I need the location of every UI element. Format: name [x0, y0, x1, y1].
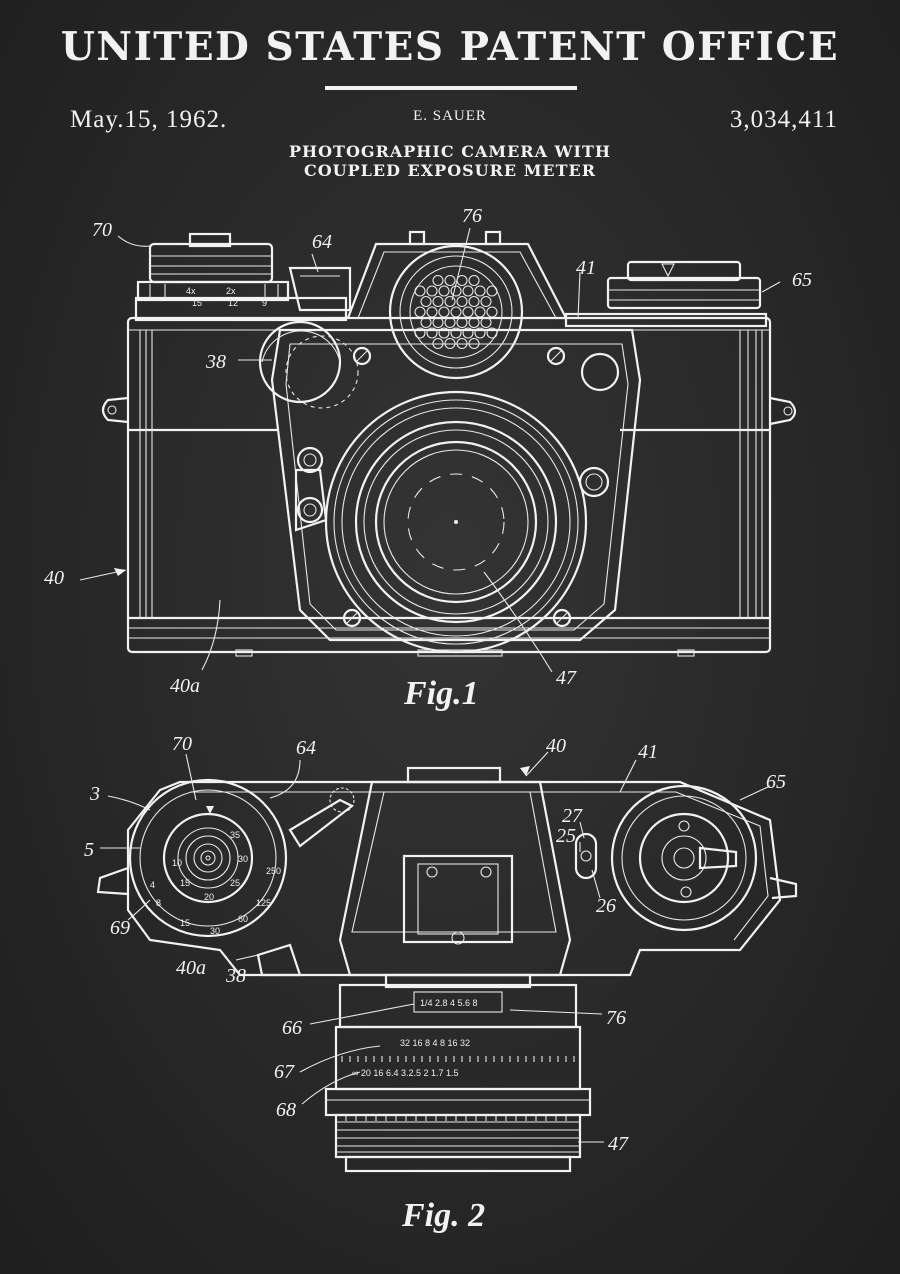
invention-title-line-2: COUPLED EXPOSURE METER	[304, 161, 596, 180]
meter-button	[288, 266, 352, 312]
eyepiece	[406, 766, 502, 784]
fig2-callout: 38	[225, 965, 246, 987]
lens-front	[334, 1113, 582, 1159]
distance-scale: ∞ 20 16 6.4 3.2.5 2 1.7 1.5	[352, 1068, 459, 1078]
fig2-callout: 65	[766, 771, 786, 793]
fig1-callout: 40a	[170, 675, 200, 697]
title-underline	[325, 86, 577, 90]
lens-focus-ring	[324, 1087, 592, 1117]
fig2-callout: 3	[89, 783, 100, 805]
fig1-callout: 76	[462, 205, 482, 227]
strap-lug-right	[769, 396, 797, 426]
fig2-caption: Fig. 2	[401, 1197, 485, 1234]
meter-lever	[288, 798, 355, 848]
fig1-front-view: 4x 2x 15 12 9 70 76 64 41 65	[44, 205, 812, 712]
aperture-scale: 1/4 2.8 4 5.6 8	[420, 998, 478, 1008]
lens-outer-ring	[324, 390, 588, 654]
fig2-callout: 25	[556, 825, 576, 847]
film-speed-mark: 30	[238, 854, 248, 864]
film-speed-mark: 10	[172, 858, 182, 868]
fig2-callout: 70	[172, 733, 192, 755]
shutter-scale-mark: 4	[150, 880, 155, 890]
shutter-speed-dial	[610, 784, 758, 932]
lens-front-element	[374, 440, 538, 604]
inventor-name: E. SAUER	[413, 108, 487, 124]
strap-lug-left	[101, 396, 129, 424]
fig1-callout: 70	[92, 219, 112, 241]
shutter-scale-mark: 8	[156, 898, 161, 908]
fig1-callout: 38	[205, 351, 226, 373]
fig1-dial-mark: 15	[192, 298, 202, 308]
fig2-callout: 47	[608, 1133, 629, 1155]
fig1-dial-mark: 9	[262, 298, 267, 308]
shutter-scale-mark: 15	[180, 918, 190, 928]
fig2-callout: 76	[606, 1007, 626, 1029]
patent-number: 3,034,411	[729, 106, 838, 133]
fig2-dial-scale: 4 8 15 30 60 125 250 20 25 30 35 10 15	[150, 830, 281, 936]
fig1-callout: 47	[556, 667, 577, 689]
prism-housing	[346, 242, 567, 319]
patent-date: May.15, 1962.	[70, 106, 228, 133]
fig1-caption: Fig.1	[403, 675, 479, 712]
fig1-callout: 41	[576, 257, 596, 279]
fig2-callout: 26	[596, 895, 616, 917]
fig1-dial-mark: 12	[228, 298, 238, 308]
film-speed-mark: 35	[230, 830, 240, 840]
fig2-callout: 41	[638, 741, 658, 763]
fig2-callout: 27	[562, 805, 583, 827]
depth-of-field-scale: 32 16 8 4 8 16 32	[400, 1038, 470, 1048]
fig1-callout: 40	[44, 567, 64, 589]
fig2-callout: 40a	[176, 957, 206, 979]
slow-speed-knob	[256, 943, 302, 977]
prism-top	[338, 780, 572, 977]
film-speed-mark: 25	[230, 878, 240, 888]
fig2-callout: 68	[276, 1099, 296, 1121]
accessory-shoe	[402, 854, 514, 944]
fig2-callout: 66	[282, 1017, 302, 1039]
fig2-callout: 64	[296, 737, 316, 759]
film-speed-mark: 15	[180, 878, 190, 888]
slow-speed-dial	[258, 320, 342, 404]
fig1-callout: 64	[312, 231, 332, 253]
lens-mount-plate	[270, 328, 642, 642]
fig2-top-view: 4 8 15 30 60 125 250 20 25 30 35 10 15 1…	[84, 733, 798, 1234]
shutter-scale-mark: 60	[238, 914, 248, 924]
invention-title-line-1: PHOTOGRAPHIC CAMERA WITH	[288, 142, 612, 161]
frame-counter-window	[574, 832, 598, 880]
fig1-dial-mark: 2x	[226, 286, 236, 296]
shutter-scale-mark: 30	[210, 926, 220, 936]
top-plate-outline	[126, 780, 782, 977]
shutter-scale-mark: 125	[256, 898, 271, 908]
shutter-scale-mark: 250	[266, 866, 281, 876]
fig2-callout: 69	[110, 917, 130, 939]
fig1-dial-mark: 4x	[186, 286, 196, 296]
patent-office-title: UNITED STATES PATENT OFFICE	[60, 24, 840, 70]
film-speed-mark: 20	[204, 892, 214, 902]
fig2-callout: 5	[84, 839, 94, 861]
fig1-callout: 65	[792, 269, 812, 291]
fig2-strap-lug-left	[96, 866, 129, 896]
meter-window	[388, 244, 524, 380]
rewind-knob	[148, 242, 274, 284]
lens-scale-ring	[334, 1025, 582, 1091]
film-speed-dial	[128, 778, 288, 938]
fig2-strap-lug-right	[769, 876, 798, 900]
fig2-callout: 40	[546, 735, 566, 757]
shutter-dial	[606, 276, 762, 310]
fig2-callout: 67	[274, 1061, 295, 1083]
